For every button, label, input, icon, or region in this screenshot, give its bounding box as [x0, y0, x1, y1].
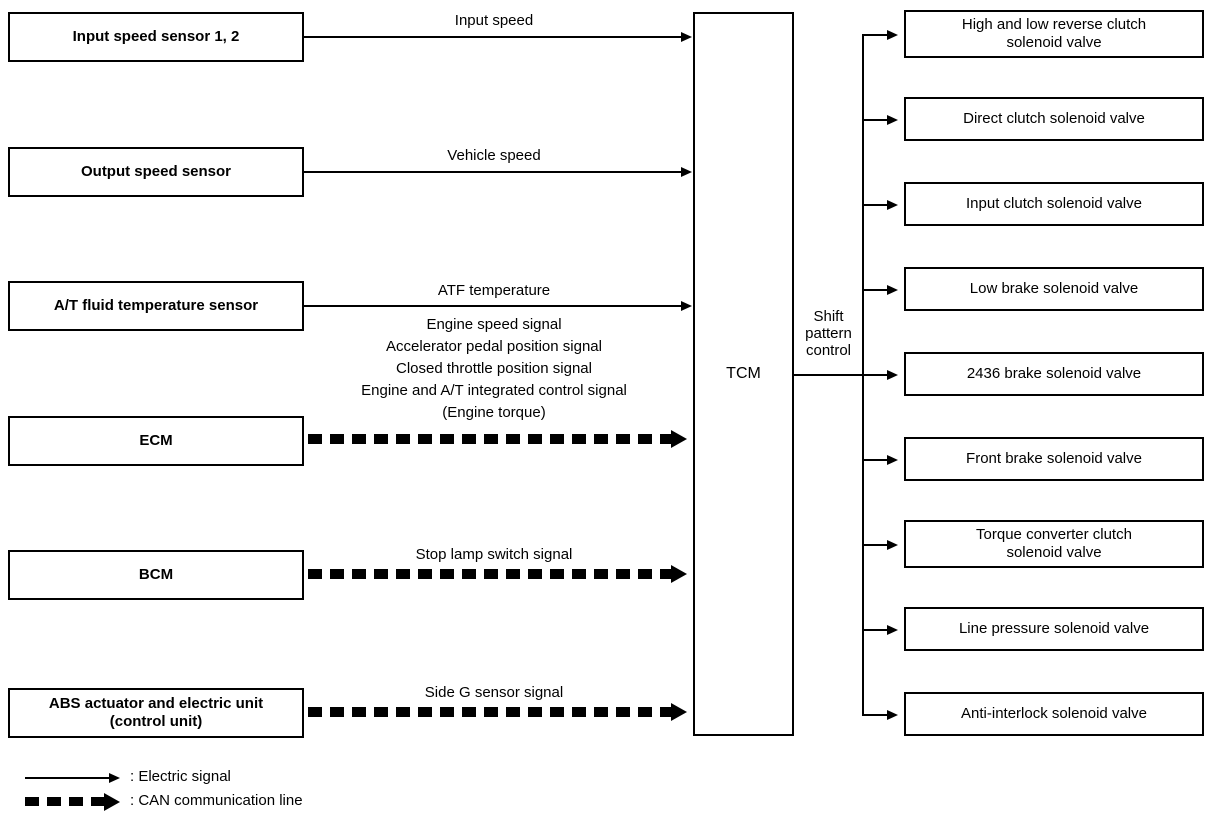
output-branch-line-9	[862, 714, 888, 716]
signal-label-ecm-line-4: Engine and A/T integrated control signal	[361, 382, 627, 399]
output-box-torque-converter-clutch-solenoid-valve[interactable]: Torque converter clutch solenoid valve	[904, 520, 1204, 568]
input-box-abs-actuator[interactable]: ABS actuator and electric unit (control …	[8, 688, 304, 738]
output-arrowhead-low-brake	[887, 285, 898, 295]
legend-can-line	[25, 797, 105, 806]
output-branch-line-8	[862, 629, 888, 631]
signal-line-input-speed	[304, 36, 682, 38]
signal-label-ecm-line-2: Accelerator pedal position signal	[386, 338, 602, 355]
output-box-label: Front brake solenoid valve	[966, 450, 1142, 467]
output-box-high-low-reverse-clutch-solenoid-valve[interactable]: High and low reverse clutch solenoid val…	[904, 10, 1204, 58]
input-box-ecm[interactable]: ECM	[8, 416, 304, 466]
output-box-line-pressure-solenoid-valve[interactable]: Line pressure solenoid valve	[904, 607, 1204, 651]
tcm-box[interactable]: TCM	[693, 12, 794, 736]
output-distribution-bus	[862, 35, 864, 715]
signal-label-atf-temperature: ATF temperature	[437, 282, 551, 299]
legend-can-text: : CAN communication line	[130, 792, 303, 809]
legend-electric-signal-text: : Electric signal	[130, 768, 231, 785]
signal-line-atf-temperature	[304, 305, 682, 307]
output-box-label: Anti-interlock solenoid valve	[961, 705, 1147, 722]
shift-pattern-control-line1: Shift	[813, 308, 844, 325]
output-arrowhead-line-pressure	[887, 625, 898, 635]
output-box-label-line2: solenoid valve	[1006, 34, 1102, 51]
signal-label-stop-lamp-switch: Stop lamp switch signal	[415, 546, 573, 563]
output-branch-line-1	[862, 34, 888, 36]
output-box-label: Direct clutch solenoid valve	[963, 110, 1145, 127]
signal-arrowhead-atf-temperature	[681, 301, 692, 311]
output-arrowhead-torque-converter-clutch	[887, 540, 898, 550]
input-box-label: ECM	[139, 432, 173, 449]
legend-electric-signal-arrowhead	[109, 773, 120, 783]
output-box-2436-brake-solenoid-valve[interactable]: 2436 brake solenoid valve	[904, 352, 1204, 396]
output-box-label: 2436 brake solenoid valve	[966, 365, 1142, 382]
output-branch-line-6	[862, 459, 888, 461]
output-arrowhead-2436-brake	[887, 370, 898, 380]
can-arrowhead-bcm	[671, 565, 687, 583]
input-box-bcm[interactable]: BCM	[8, 550, 304, 600]
input-box-label: A/T fluid temperature sensor	[53, 297, 259, 314]
output-box-label-line2: solenoid valve	[1006, 544, 1102, 561]
can-line-ecm	[308, 434, 672, 444]
output-branch-line-2	[862, 119, 888, 121]
signal-label-ecm-line-3: Closed throttle position signal	[396, 360, 592, 377]
input-box-label: Output speed sensor	[80, 163, 232, 180]
input-box-output-speed-sensor[interactable]: Output speed sensor	[8, 147, 304, 197]
output-branch-line-3	[862, 204, 888, 206]
input-box-label-line1: ABS actuator and electric unit (control …	[48, 695, 264, 730]
output-arrowhead-front-brake	[887, 455, 898, 465]
signal-label-ecm-line-5: (Engine torque)	[442, 404, 546, 421]
shift-pattern-control-line3: control	[805, 342, 852, 359]
output-box-low-brake-solenoid-valve[interactable]: Low brake solenoid valve	[904, 267, 1204, 311]
signal-arrowhead-input-speed	[681, 32, 692, 42]
output-arrowhead-high-low-reverse-clutch	[887, 30, 898, 40]
output-box-label: Line pressure solenoid valve	[958, 620, 1150, 637]
shift-pattern-control-output-line	[794, 374, 888, 376]
can-arrowhead-ecm	[671, 430, 687, 448]
signal-label-ecm-line-1: Engine speed signal	[426, 316, 562, 333]
legend-can-arrowhead	[104, 793, 120, 811]
output-arrowhead-input-clutch	[887, 200, 898, 210]
signal-arrowhead-vehicle-speed	[681, 167, 692, 177]
can-arrowhead-abs	[671, 703, 687, 721]
input-box-at-fluid-temperature-sensor[interactable]: A/T fluid temperature sensor	[8, 281, 304, 331]
can-line-abs	[308, 707, 672, 717]
output-branch-line-7	[862, 544, 888, 546]
signal-label-input-speed: Input speed	[454, 12, 534, 29]
output-branch-line-4	[862, 289, 888, 291]
output-box-label-line1: Torque converter clutch	[976, 526, 1132, 543]
input-box-label: Input speed sensor 1, 2	[72, 28, 240, 45]
shift-pattern-control-line2: pattern	[805, 325, 852, 342]
output-box-front-brake-solenoid-valve[interactable]: Front brake solenoid valve	[904, 437, 1204, 481]
tcm-label: TCM	[726, 365, 761, 382]
shift-pattern-control-label: Shift pattern control	[794, 308, 863, 359]
output-box-direct-clutch-solenoid-valve[interactable]: Direct clutch solenoid valve	[904, 97, 1204, 141]
input-box-input-speed-sensor[interactable]: Input speed sensor 1, 2	[8, 12, 304, 62]
signal-line-vehicle-speed	[304, 171, 682, 173]
legend-electric-signal-line	[25, 777, 110, 779]
output-box-anti-interlock-solenoid-valve[interactable]: Anti-interlock solenoid valve	[904, 692, 1204, 736]
input-box-label: BCM	[138, 566, 174, 583]
signal-label-vehicle-speed: Vehicle speed	[447, 147, 541, 164]
output-box-input-clutch-solenoid-valve[interactable]: Input clutch solenoid valve	[904, 182, 1204, 226]
output-box-label: Low brake solenoid valve	[969, 280, 1139, 297]
output-arrowhead-direct-clutch	[887, 115, 898, 125]
signal-label-side-g-sensor: Side G sensor signal	[424, 684, 564, 701]
output-arrowhead-anti-interlock	[887, 710, 898, 720]
output-box-label-line1: High and low reverse clutch	[961, 16, 1147, 33]
can-line-bcm	[308, 569, 672, 579]
output-box-label: Input clutch solenoid valve	[966, 195, 1142, 212]
